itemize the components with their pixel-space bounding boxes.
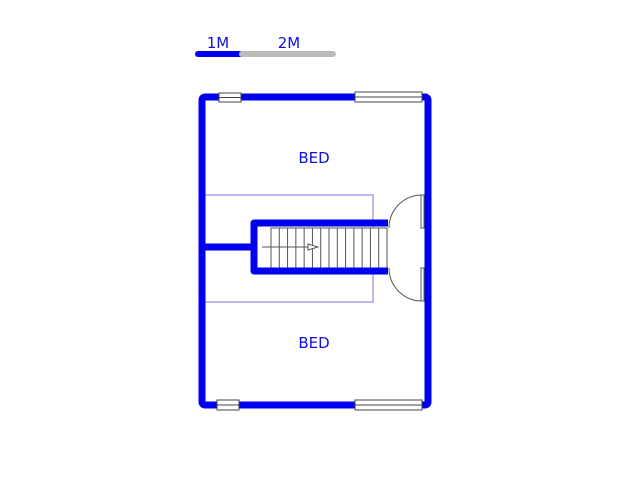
outer-walls — [198, 93, 432, 409]
stairs — [262, 227, 388, 269]
scale-label-2m: 2M — [277, 34, 301, 52]
room-label-bed-top: BED — [298, 149, 330, 167]
stair-arrow-icon — [307, 243, 320, 251]
double-door — [388, 194, 425, 302]
scale-label-1m: 1M — [206, 34, 230, 52]
room-label-bed-bottom: BED — [298, 334, 330, 352]
windows — [216, 91, 423, 411]
